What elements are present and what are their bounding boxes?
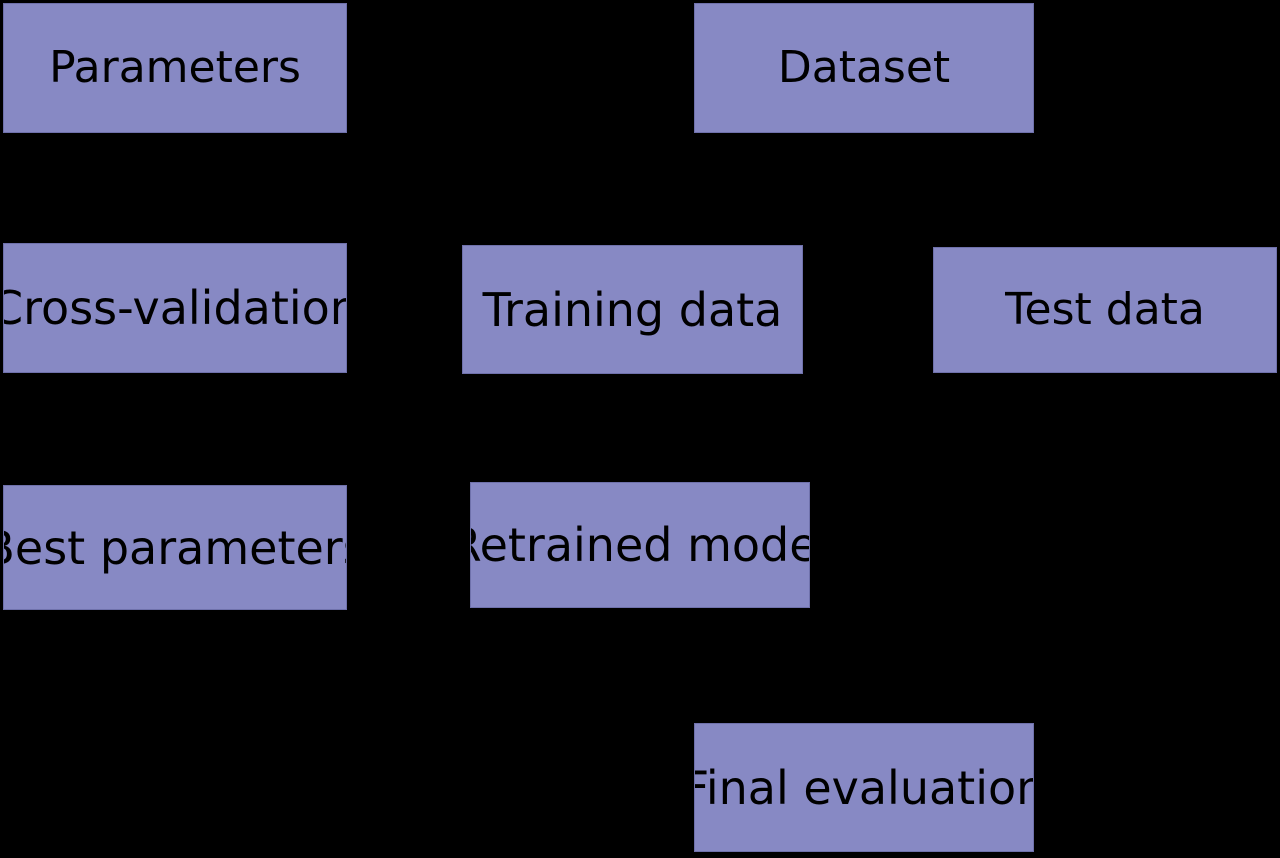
node-training-data-label: Training data bbox=[482, 282, 783, 337]
node-final-evaluation[interactable]: Final evaluation bbox=[694, 723, 1034, 852]
edge-dataset-test-data bbox=[929, 131, 1063, 249]
edge-best-parameters-retrained-model bbox=[346, 533, 473, 558]
node-cross-validation[interactable]: Cross-validation bbox=[3, 243, 347, 373]
node-dataset[interactable]: Dataset bbox=[694, 3, 1034, 133]
node-dataset-label: Dataset bbox=[777, 42, 951, 93]
edge-test-data-final-evaluation bbox=[955, 372, 1062, 726]
node-parameters[interactable]: Parameters bbox=[3, 3, 347, 133]
node-retrained-model[interactable]: Retrained model bbox=[470, 482, 810, 608]
node-training-data[interactable]: Training data bbox=[462, 245, 803, 374]
node-final-evaluation-label: Final evaluation bbox=[694, 760, 1034, 815]
node-best-parameters-label: Best parameters bbox=[4, 520, 347, 575]
node-parameters-label: Parameters bbox=[49, 42, 301, 93]
node-best-parameters[interactable]: Best parameters bbox=[3, 485, 347, 610]
edge-retrained-model-final-evaluation bbox=[698, 607, 792, 726]
node-retrained-model-label: Retrained model bbox=[470, 518, 809, 572]
node-test-data[interactable]: Test data bbox=[933, 247, 1277, 373]
node-test-data-label: Test data bbox=[1005, 284, 1205, 335]
edge-dataset-training-data bbox=[677, 131, 821, 247]
node-cross-validation-label: Cross-validation bbox=[3, 281, 347, 335]
